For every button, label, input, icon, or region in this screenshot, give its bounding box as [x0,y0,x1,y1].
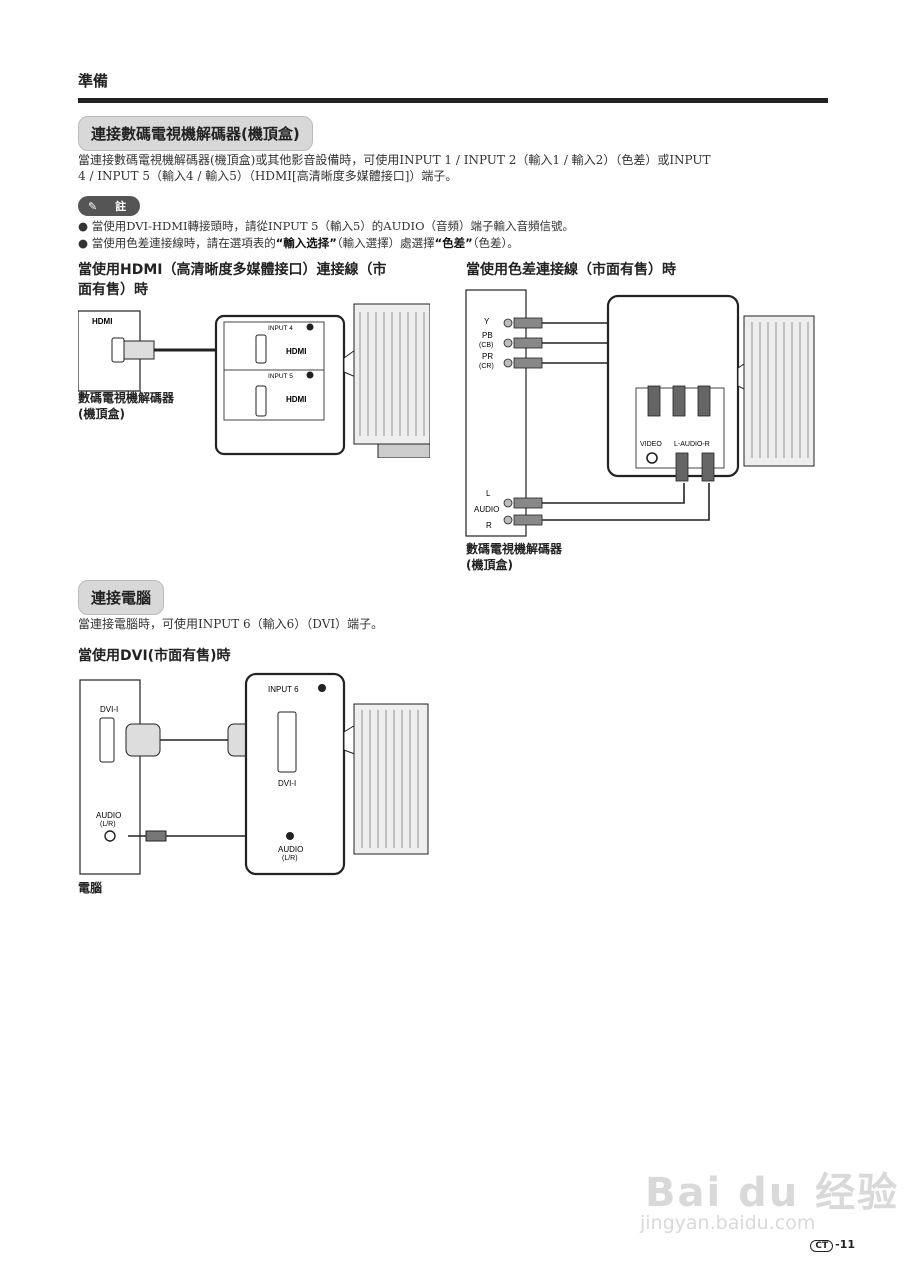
component-diagram-title: 當使用色差連接線（市面有售）時 [466,262,676,278]
section1-body-line2: 4 / INPUT 5（輸入4 / 輸入5）（HDMI[高清晰度多媒體接口]）端… [78,169,458,183]
input4-label: INPUT 4 [268,325,293,332]
label-cr: (CR) [479,363,494,370]
label-cb: (CB) [479,342,493,349]
hdmi-title-line1: 當使用HDMI（高清晰度多媒體接口）連接線（市 [78,262,387,278]
port6-number-icon [318,684,326,692]
section1-body-line1: 當連接數碼電視機解碼器(機頂盒)或其他影音設備時，可使用INPUT 1 / IN… [78,153,711,167]
note-text-1: 當使用DVI-HDMI轉接頭時，請從INPUT 5（輸入5）的AUDIO（音頻）… [91,219,574,233]
tv-stand [377,443,430,458]
tv-rear-body-dvi [353,703,429,855]
section-title-stb: 連接數碼電視機解碼器(機頂盒) [78,116,313,151]
dvi-diagram-title: 當使用DVI(市面有售)時 [78,648,231,664]
tv-dvi-label: DVI-I [278,779,296,788]
label-audio-l: L [486,489,491,498]
section-title-pc: 連接電腦 [78,580,165,615]
hdmi-diagram: HDMI INPUT 4 HDMI INPUT 5 HDMI [78,303,430,458]
hdmi-plug-left [123,340,155,360]
page-number-text: -11 [835,1238,855,1251]
tv-dvi-port [277,711,297,773]
dvi-caption: 電腦 [78,881,103,895]
tv-rear-body-component [743,315,815,467]
input5-port [255,385,267,417]
tv-audio-jack-icon [286,832,294,840]
audio-plug-left [145,830,167,842]
tv-dvi-callout [244,672,346,876]
dvi-plug-left [125,723,161,757]
note2-bold1: “輸入选择” [275,236,337,250]
stb-box-component [465,289,527,537]
stb-hdmi-port [111,337,125,363]
watermark-logo: Bai du 经验 [645,1170,900,1216]
label-pb: PB [482,331,493,340]
hdmi-caption: 數碼電視機解碼器 (機頂盒) [78,390,174,422]
note-icon: ✎ [88,200,98,213]
header-rule [78,98,828,103]
note-label: 註 [115,200,127,213]
component-diagram: Y PB (CB) PR (CR) L AUDIO R VIDEO L-AUDI… [465,289,815,537]
note-badge: ✎ 註 [78,196,141,216]
tv-audio-label: AUDIO [278,845,303,854]
hdmi-caption-line1: 數碼電視機解碼器 [78,391,175,405]
section-header: 準備 [78,72,109,90]
video-jack-icon [646,452,658,464]
input5-hdmi-logo: HDMI [286,395,306,404]
pc-audio-label: AUDIO [96,811,121,820]
pc-dvi-label: DVI-I [100,705,118,714]
page-number: CT-11 [810,1238,855,1252]
pc-dvi-port [99,717,115,763]
component-caption-line1: 數碼電視機解碼器 [466,542,563,556]
hdmi-title-line2: 面有售）時 [78,282,148,298]
pc-audio-jack-icon [104,830,116,842]
section2-body: 當連接電腦時，可使用INPUT 6（輸入6）（DVI）端子。 [78,617,384,631]
input4-hdmi-logo: HDMI [286,347,306,356]
tv-label-video: VIDEO [640,441,662,448]
label-audio-r: R [486,521,492,530]
section1-body: 當連接數碼電視機解碼器(機頂盒)或其他影音設備時，可使用INPUT 1 / IN… [78,152,838,184]
tv-label-audio: L-AUDIO-R [674,441,710,448]
stb-hdmi-logo: HDMI [92,317,112,326]
note2-prefix: 當使用色差連接線時，請在選項表的 [91,236,276,250]
component-caption-line2: (機頂盒) [466,558,513,572]
note2-suffix: （色差）。 [472,236,519,250]
note-item-2: ● 當使用色差連接線時，請在選項表的“輸入选择”（輸入選擇）處選擇“色差”（色差… [78,235,519,251]
label-pr: PR [482,352,493,361]
dvi-diagram: DVI-I AUDIO (L/R) INPUT 6 DVI-I AUDIO (L… [79,672,429,876]
input5-label: INPUT 5 [268,373,293,380]
input5-block [223,369,325,421]
input4-block [223,321,325,373]
tv-audio-sub: (L/R) [282,855,298,862]
label-y: Y [484,317,490,326]
input4-port [255,334,267,364]
input5-number-icon [306,371,314,379]
note2-bold2: “色差” [434,236,473,250]
note-item-1: ● 當使用DVI-HDMI轉接頭時，請從INPUT 5（輸入5）的AUDIO（音… [78,218,574,234]
label-audio: AUDIO [474,505,499,514]
hdmi-diagram-title: 當使用HDMI（高清晰度多媒體接口）連接線（市 面有售）時 [78,260,438,300]
bullet-icon: ● [78,236,89,250]
input4-number-icon [306,323,314,331]
note2-mid: （輸入選擇）處選擇 [336,236,435,250]
hdmi-caption-line2: (機頂盒) [78,407,125,421]
port6-label: INPUT 6 [268,685,299,694]
language-badge: CT [810,1240,834,1252]
pc-audio-sub: (L/R) [100,821,116,828]
watermark-url: jingyan.baidu.com [640,1212,816,1234]
component-caption: 數碼電視機解碼器 (機頂盒) [466,541,562,573]
bullet-icon: ● [78,219,89,233]
